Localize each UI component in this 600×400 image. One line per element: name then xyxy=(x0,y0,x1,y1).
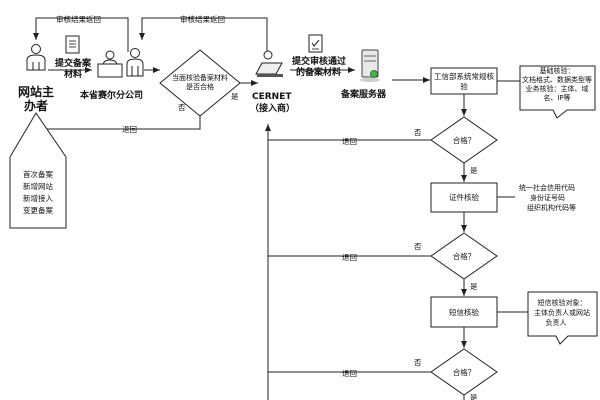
qualified-label-1: 合格？ xyxy=(453,135,476,145)
person-icon xyxy=(126,48,144,77)
onsite-check-line1: 当面核验备案材料 xyxy=(172,73,228,82)
laptop-operator-icon xyxy=(255,50,283,77)
qualified-label-2: 合格？ xyxy=(453,251,476,261)
sms-info-line2: 主体负责人或网站 xyxy=(534,308,590,317)
no-label-3: 否 xyxy=(414,358,422,367)
sms-info-callout xyxy=(527,291,598,345)
yes-label-3: 是 xyxy=(470,393,478,400)
checklist-document-icon xyxy=(308,34,323,53)
return-left-label: 退回 xyxy=(122,125,137,134)
basic-check-callout xyxy=(519,65,596,119)
miit-check-line2: 验 xyxy=(460,81,468,91)
sms-info-line1: 短信核验对象： xyxy=(538,298,587,307)
audit-return-line-2: 审核结果返回 xyxy=(139,14,268,52)
cert-info-line1: 统一社会信用代码 xyxy=(519,183,575,192)
site-owner-label-line1: 网站主 xyxy=(18,84,54,99)
filing-type-1: 首次备案 xyxy=(23,169,53,179)
no-label-1: 否 xyxy=(414,128,422,137)
no-label-2: 否 xyxy=(414,242,422,251)
basic-check-line2: 文档格式、数据类型等 xyxy=(522,75,592,84)
submit-materials-line2: 材料 xyxy=(63,68,82,80)
cert-info-line3: 组织机构代码等 xyxy=(527,203,576,212)
return-label-3: 退回 xyxy=(342,369,357,378)
basic-check-line3: 业务核验：主体、域 xyxy=(526,84,589,93)
cernet-label-line1: CERNET xyxy=(252,92,292,102)
basic-check-line1: 基础核验： xyxy=(540,66,575,75)
audit-return-label-1: 审核结果返回 xyxy=(56,14,101,24)
return-label-1: 退回 xyxy=(342,137,357,146)
miit-check-line1: 工信部系统常规核 xyxy=(434,71,494,81)
cert-check-box xyxy=(430,182,498,213)
basic-check-line4: 名、IP等 xyxy=(543,93,570,102)
record-server-label: 备案服务器 xyxy=(340,88,387,100)
cert-check-label: 证件核验 xyxy=(449,192,479,202)
miit-check-box xyxy=(430,67,498,95)
yes-label-1: 是 xyxy=(470,166,478,175)
audit-return-line-1: 审核结果返回 xyxy=(33,14,129,52)
yes-label-2: 是 xyxy=(470,282,478,291)
document-icon xyxy=(65,35,80,54)
sms-check-label: 短信核验 xyxy=(449,307,479,317)
submit-approved-line2: 的备案材料 xyxy=(296,66,341,78)
person-icon xyxy=(26,44,46,71)
sms-info-line3: 负责人 xyxy=(546,318,567,327)
filing-type-2: 新增网站 xyxy=(23,181,53,191)
filing-type-3: 新增接入 xyxy=(23,193,53,203)
check-yes-label: 是 xyxy=(231,92,239,101)
cert-info-line2: 身份证号码 xyxy=(530,193,565,202)
site-owner-label-line2: 办者 xyxy=(24,98,48,113)
onsite-check-line2: 是否合格 xyxy=(186,82,214,91)
submit-approved-line1: 提交审核通过 xyxy=(292,55,346,67)
filing-type-4: 变更备案 xyxy=(23,205,53,215)
cernet-label-line2: （接入商） xyxy=(250,102,295,114)
return-to-owner-line: 退回 xyxy=(33,116,201,134)
audit-return-label-2: 审核结果返回 xyxy=(180,14,225,24)
submit-materials-line1: 提交备案 xyxy=(55,57,92,69)
check-no-label: 否 xyxy=(178,103,186,112)
filing-types-callout xyxy=(9,112,67,229)
provincial-company-label: 本省赛尔分公司 xyxy=(80,89,143,101)
qualified-label-3: 合格？ xyxy=(453,367,476,377)
desk-clerk-icon xyxy=(97,50,123,78)
server-icon xyxy=(360,49,380,82)
return-label-2: 退回 xyxy=(342,253,357,262)
